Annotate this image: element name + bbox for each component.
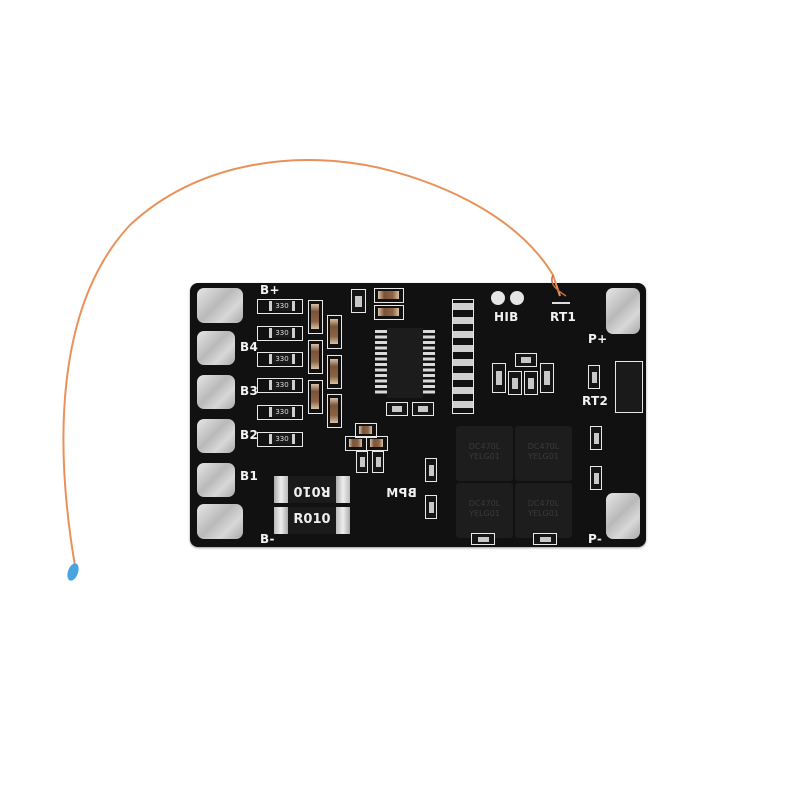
smd-component [515, 353, 537, 367]
label-b1: B1 [240, 469, 259, 483]
pad-b2 [197, 419, 235, 453]
smd-component [386, 402, 408, 416]
label-b2: B2 [240, 428, 259, 442]
smd-component [540, 363, 554, 393]
smd-component [492, 363, 506, 393]
rt2-thermistor [588, 365, 600, 389]
resistor: 330 [257, 378, 303, 393]
mosfet: DC470L YELG01 [515, 483, 572, 538]
smd-component [425, 495, 437, 519]
resistor: 330 [257, 432, 303, 447]
shunt-resistor: R010 [274, 507, 350, 534]
label-b4: B4 [240, 340, 259, 354]
pad-b1 [197, 463, 235, 497]
smd-column [452, 299, 474, 414]
pad-b4 [197, 331, 235, 365]
label-rt1: RT1 [550, 310, 577, 324]
smd-component [590, 466, 602, 490]
pad-p-plus [606, 288, 640, 334]
diode [615, 361, 643, 413]
label-b-minus: B- [260, 532, 275, 546]
capacitor [374, 288, 404, 303]
smd-component [425, 458, 437, 482]
label-rt2: RT2 [582, 394, 609, 408]
smd-component [356, 451, 368, 473]
smd-component [412, 402, 434, 416]
resistor: 330 [257, 352, 303, 367]
test-hole [491, 291, 505, 305]
label-b3: B3 [240, 384, 259, 398]
capacitor [366, 436, 388, 451]
capacitor [374, 305, 404, 320]
smd-component [590, 426, 602, 450]
pcb-board: B+ B4 B3 B2 B1 B- 330 330 330 330 330 33… [190, 283, 646, 547]
smd-component [372, 451, 384, 473]
capacitor [327, 315, 342, 349]
smd-component [533, 533, 557, 545]
resistor: 330 [257, 405, 303, 420]
ntc-thermistor-bead [67, 563, 79, 581]
smd-component [508, 371, 522, 395]
test-hole [510, 291, 524, 305]
label-p-plus: P+ [588, 332, 608, 346]
capacitor [308, 340, 323, 374]
smd-component [471, 533, 495, 545]
resistor: 330 [257, 326, 303, 341]
pad-b-minus [197, 504, 243, 539]
bms-controller-ic [387, 328, 423, 398]
ic-pins-left [375, 330, 387, 396]
label-p-minus: P- [588, 532, 603, 546]
pad-b3 [197, 375, 235, 409]
mosfet: DC470L YELG01 [456, 483, 513, 538]
capacitor [327, 394, 342, 428]
rt1-pads [552, 292, 570, 304]
ic-pins-right [423, 330, 435, 396]
mosfet: DC470L YELG01 [456, 426, 513, 481]
pad-b-plus [197, 288, 243, 323]
resistor: 330 [257, 299, 303, 314]
smd-component [524, 371, 538, 395]
smd-component [351, 289, 366, 313]
capacitor [308, 380, 323, 414]
capacitor [327, 355, 342, 389]
label-hib: HIB [494, 310, 519, 324]
mosfet: DC470L YELG01 [515, 426, 572, 481]
pad-p-minus [606, 493, 640, 539]
capacitor [308, 300, 323, 334]
label-b-plus: B+ [260, 283, 280, 297]
